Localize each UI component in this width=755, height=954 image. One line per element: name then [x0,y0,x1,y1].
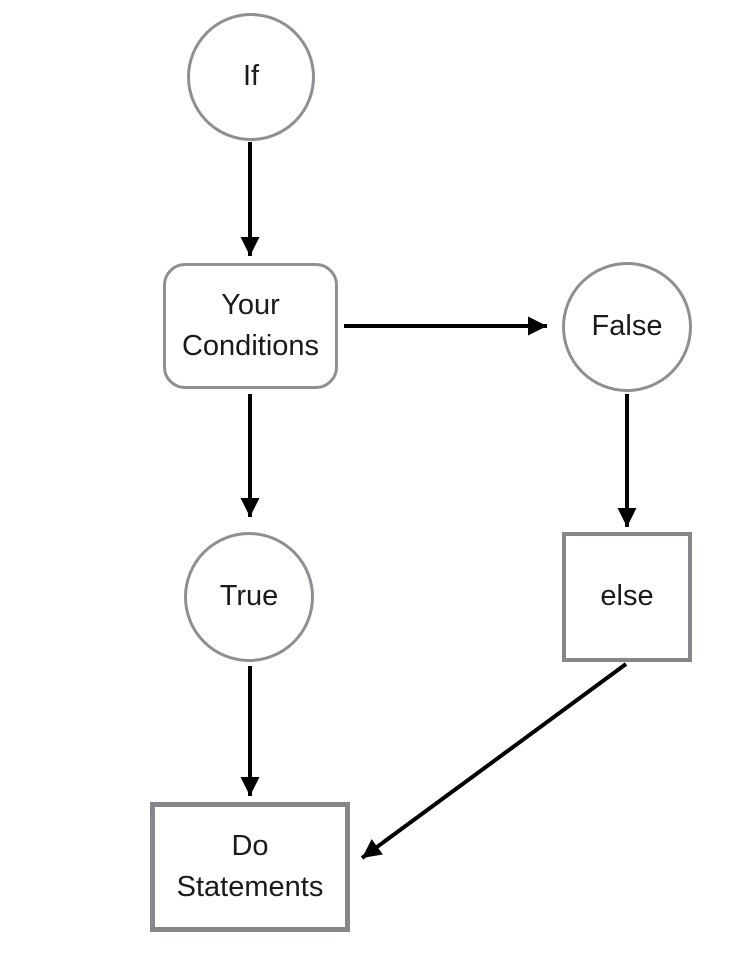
node-else: else [562,532,692,662]
node-else-label: else [600,580,654,613]
node-if-label: If [242,60,260,93]
node-your-conditions-label: Your Conditions [181,288,320,362]
node-true-label: True [219,580,279,613]
node-your-conditions: Your Conditions [163,263,338,389]
arrow-else-to-do [360,662,628,860]
node-if: If [187,13,315,141]
node-do-statements-label: Do Statements [176,829,324,903]
node-do-statements: Do Statements [150,802,350,932]
node-true: True [184,532,314,662]
node-false: False [562,262,692,392]
node-false-label: False [591,310,663,343]
